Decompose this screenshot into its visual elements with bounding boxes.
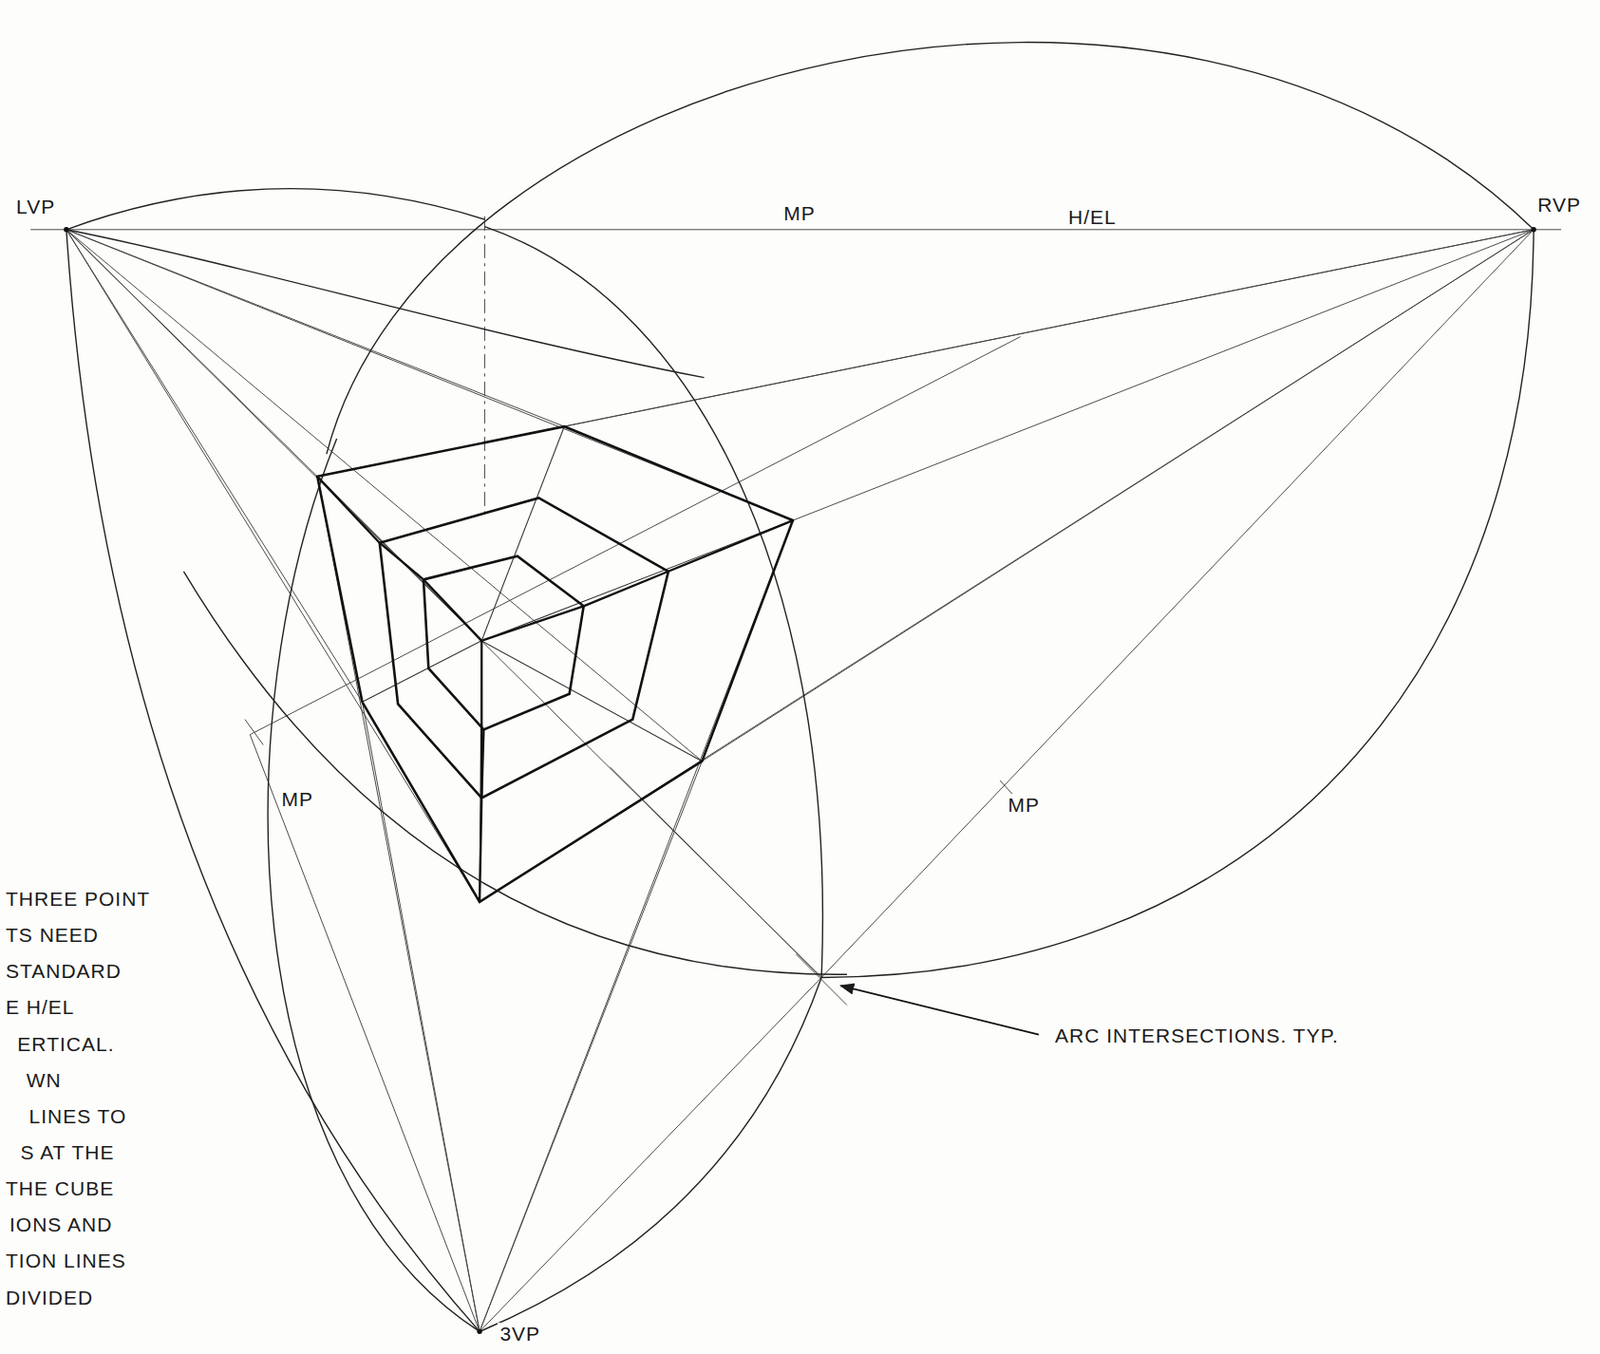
note-text: WN (24, 1069, 64, 1092)
construction-arcs (66, 42, 1534, 1333)
construction-line (479, 977, 822, 1332)
construction-line (66, 229, 363, 703)
construction-arc (821, 229, 1534, 979)
construction-arc (66, 229, 480, 1333)
note-text: IONS AND (7, 1213, 114, 1236)
cube-diagonal (481, 520, 793, 641)
note-text: DIVIDED (3, 1286, 95, 1309)
construction-lines (30, 229, 1562, 1333)
construction-line (821, 229, 1534, 979)
construction-arc (326, 42, 1534, 455)
note-text: TION LINES (3, 1249, 129, 1272)
cube-outline (379, 497, 669, 798)
cube-edge (480, 640, 483, 798)
cube-outline (423, 556, 584, 731)
cube-edge (317, 476, 380, 544)
cube-edge (379, 543, 424, 581)
vp-label: 3VP (497, 1322, 543, 1345)
construction-line (66, 229, 702, 762)
note-text: STANDARD (3, 960, 124, 982)
note-text: E H/EL (3, 996, 77, 1018)
construction-line (66, 229, 565, 427)
note-text: LINES TO (26, 1105, 129, 1128)
construction-arc (66, 188, 486, 230)
vanishing-point (476, 1329, 482, 1335)
note-text: ERTICAL. (15, 1033, 116, 1055)
construction-line (66, 229, 480, 903)
construction-arc (479, 977, 822, 1332)
vanishing-point (63, 226, 69, 232)
cube-diagonal (481, 426, 565, 641)
construction-line (249, 734, 480, 1333)
vp-label: LVP (14, 195, 57, 218)
cube-edge (423, 579, 482, 640)
mp-label: MP (781, 202, 818, 225)
construction-line (66, 229, 822, 979)
note-text: THREE POINT (3, 887, 152, 910)
horizon-label: H/EL (1066, 206, 1119, 228)
cube (317, 426, 793, 903)
construction-line (244, 719, 264, 746)
construction-line (792, 229, 1534, 521)
cube-diagonal (481, 640, 702, 762)
cube-edge (481, 729, 484, 798)
mp-label: MP (1006, 793, 1043, 816)
construction-line (30, 228, 1562, 230)
note-text: THE CUBE (3, 1177, 116, 1200)
construction-arc (66, 229, 705, 378)
construction-line (66, 229, 318, 477)
cube-outline (317, 426, 793, 903)
mp-label: MP (279, 788, 316, 810)
cube-diagonal (361, 640, 482, 702)
construction-line (249, 337, 1020, 735)
cube-edge (479, 797, 482, 903)
leader-arrow (840, 985, 1038, 1036)
construction-line (479, 761, 702, 1333)
callout-note: ARC INTERSECTIONS. TYP. (1053, 1024, 1341, 1047)
note-text: TS NEED (3, 923, 101, 946)
cube-diagonal (317, 476, 482, 641)
construction-line (999, 780, 1013, 794)
note-text: S AT THE (18, 1141, 116, 1164)
center-line (484, 216, 486, 516)
cube-edge (668, 520, 793, 572)
construction-line (361, 701, 480, 1332)
construction-arc (484, 226, 823, 979)
vanishing-point (1530, 226, 1536, 232)
vp-label: RVP (1535, 193, 1583, 216)
cube-edge (583, 571, 669, 607)
cube-edge (481, 605, 584, 641)
